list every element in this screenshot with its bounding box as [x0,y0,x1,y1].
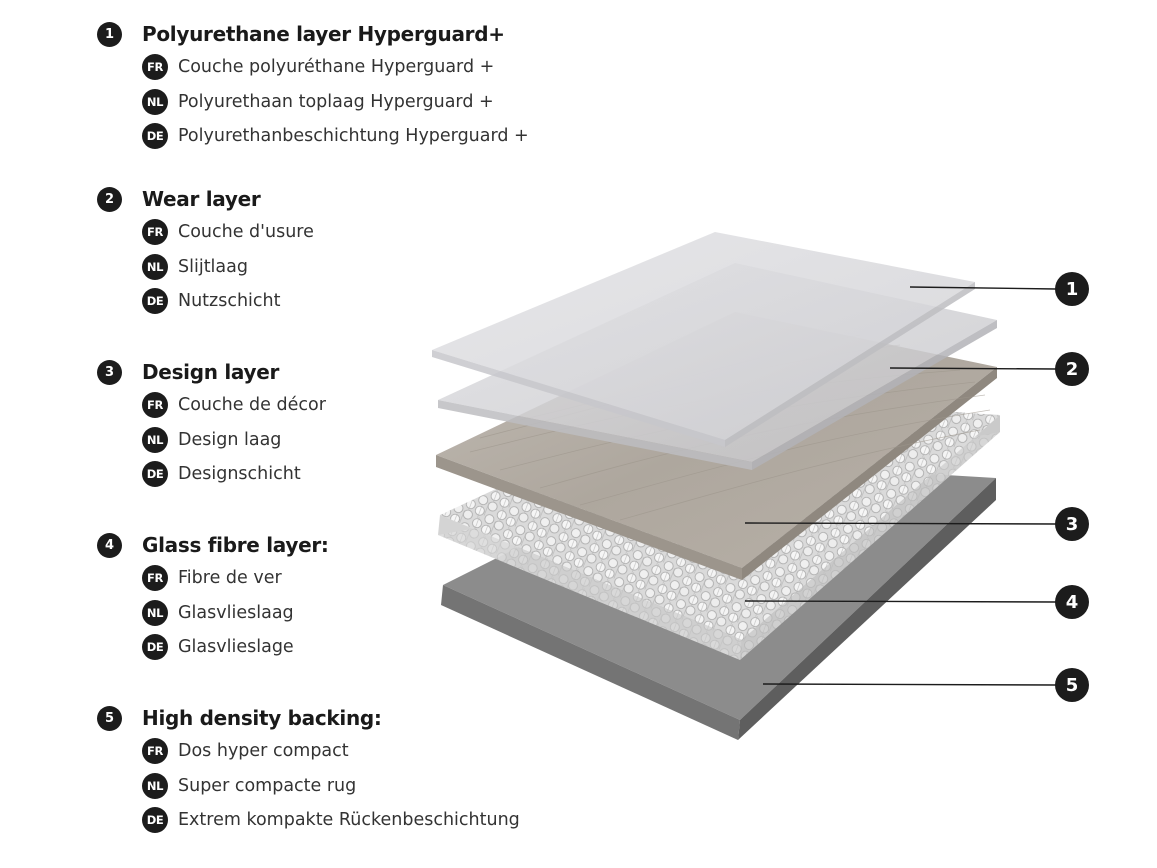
callout-badge-4: 4 [1055,585,1089,619]
layer-title: Wear layer [142,187,261,211]
translation-text: Designschicht [178,464,301,484]
language-badge-nl: NL [142,772,168,799]
leader-line-4 [744,600,1057,603]
callout-badge-3: 3 [1055,507,1089,541]
leader-line-1 [909,286,1057,290]
legend-group-2: 2 Wear layer FR Couche d'usure NL Slijtl… [97,186,314,314]
language-badge-fr: FR [142,392,168,418]
translation-text: Dos hyper compact [178,741,349,761]
language-badge-fr: FR [142,54,168,80]
language-badge-nl: NL [142,599,168,626]
layer-title: Design layer [142,360,280,384]
language-badge-fr: FR [142,565,168,591]
polyurethane-layer [432,232,975,447]
legend-group-1: 1 Polyurethane layer Hyperguard+ FR Couc… [97,21,529,149]
translation-text: Couche d'usure [178,222,314,242]
translation-text: Couche polyuréthane Hyperguard + [178,57,495,77]
legend-heading: 4 Glass fibre layer: [97,532,329,558]
callout-badge-2: 2 [1055,352,1089,386]
translation-de: DE Designschicht [142,461,326,487]
translation-de: DE Polyurethanbeschichtung Hyperguard + [142,123,529,149]
translation-text: Glasvlieslaag [178,602,294,623]
translation-text: Polyurethanbeschichtung Hyperguard + [178,126,529,146]
layer-title: Polyurethane layer Hyperguard+ [142,22,505,46]
translation-text: Nutzschicht [178,291,281,311]
translation-nl: NL Slijtlaag [142,253,314,280]
translation-fr: FR Couche d'usure [142,219,314,245]
legend-heading: 5 High density backing: [97,705,520,731]
translation-de: DE Extrem kompakte Rückenbeschichtung [142,807,520,833]
translation-text: Glasvlieslage [178,637,294,657]
language-badge-fr: FR [142,219,168,245]
translation-nl: NL Super compacte rug [142,772,520,799]
layer-title: Glass fibre layer: [142,533,329,557]
translation-de: DE Nutzschicht [142,288,314,314]
translation-text: Slijtlaag [178,256,248,277]
language-badge-de: DE [142,461,168,487]
layer-number-badge: 5 [97,705,122,731]
layer-number-badge: 3 [97,359,122,385]
translation-nl: NL Glasvlieslaag [142,599,329,626]
leader-lines [744,286,1057,686]
translation-fr: FR Fibre de ver [142,565,329,591]
layer-number-badge: 4 [97,532,122,558]
legend-heading: 1 Polyurethane layer Hyperguard+ [97,21,529,47]
translation-text: Polyurethaan toplaag Hyperguard + [178,91,494,112]
translation-nl: NL Polyurethaan toplaag Hyperguard + [142,88,529,115]
language-badge-nl: NL [142,88,168,115]
legend-group-5: 5 High density backing: FR Dos hyper com… [97,705,520,833]
translation-nl: NL Design laag [142,426,326,453]
legend-group-4: 4 Glass fibre layer: FR Fibre de ver NL … [97,532,329,660]
leader-line-2 [889,367,1057,370]
layer-title: High density backing: [142,706,382,730]
translation-text: Fibre de ver [178,568,282,588]
translation-de: DE Glasvlieslage [142,634,329,660]
legend-group-3: 3 Design layer FR Couche de décor NL Des… [97,359,326,487]
language-badge-nl: NL [142,426,168,453]
translation-fr: FR Couche de décor [142,392,326,418]
language-badge-de: DE [142,288,168,314]
language-badge-fr: FR [142,738,168,764]
leader-line-3 [744,522,1057,525]
callout-badge-1: 1 [1055,272,1089,306]
translation-text: Design laag [178,429,282,450]
translation-fr: FR Couche polyuréthane Hyperguard + [142,54,529,80]
translation-text: Super compacte rug [178,775,357,796]
callout-badge-5: 5 [1055,668,1089,702]
translation-fr: FR Dos hyper compact [142,738,520,764]
language-badge-de: DE [142,807,168,833]
language-badge-de: DE [142,634,168,660]
translation-text: Extrem kompakte Rückenbeschichtung [178,810,520,830]
layer-number-badge: 2 [97,186,122,212]
language-badge-de: DE [142,123,168,149]
language-badge-nl: NL [142,253,168,280]
layer-number-badge: 1 [97,21,122,47]
translation-text: Couche de décor [178,395,326,415]
legend-heading: 3 Design layer [97,359,326,385]
leader-line-5 [762,683,1057,686]
legend-heading: 2 Wear layer [97,186,314,212]
